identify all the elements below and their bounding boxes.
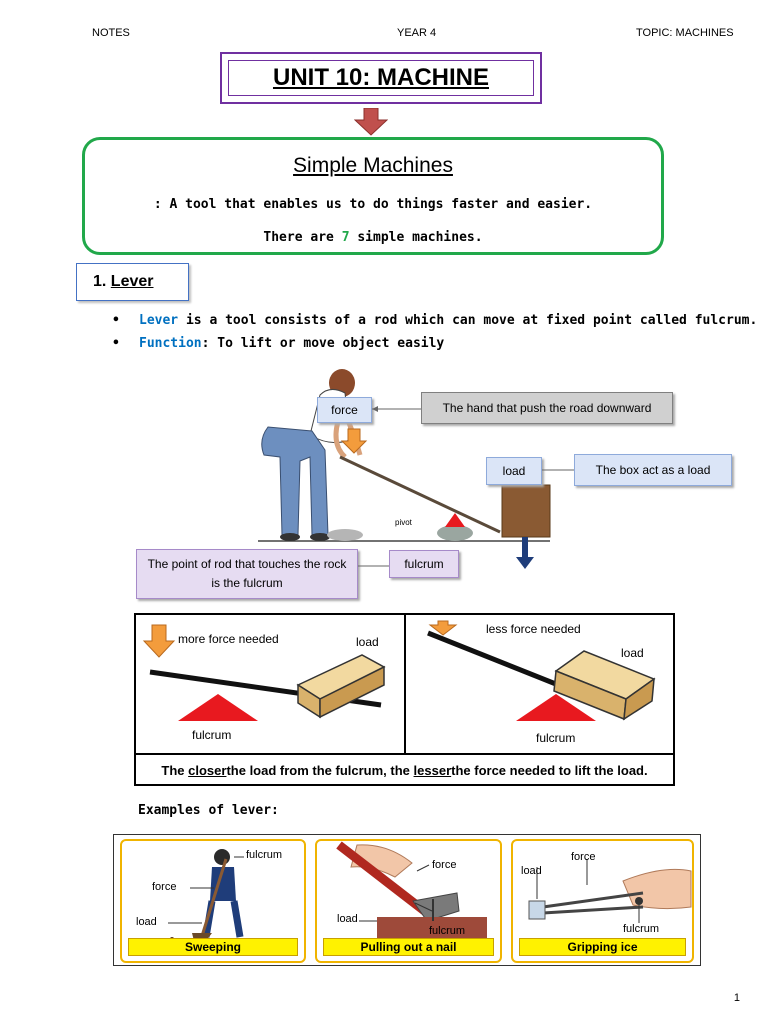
lever-comparison: more force needed load fulcrum less forc… [134, 613, 675, 786]
count-suffix: simple machines. [349, 230, 483, 245]
example-caption: Pulling out a nail [323, 938, 494, 956]
rule-keyword: closer [188, 763, 227, 778]
lever-rule: The closer the load from the fulcrum, th… [136, 753, 673, 786]
definition-line: : A tool that enables us to do things fa… [153, 197, 593, 212]
count-number: 7 [341, 230, 350, 245]
definition-box: Simple Machines : A tool that enables us… [82, 137, 664, 255]
example-force-label: force [432, 859, 457, 871]
count-prefix: There are [263, 230, 342, 245]
example-load-label: load [521, 865, 542, 877]
bullet-key: Function [139, 336, 202, 351]
right-fulcrum-label: fulcrum [536, 731, 576, 745]
definition-title: Simple Machines [293, 154, 453, 177]
bullet-key: Lever [139, 313, 179, 328]
section-heading: 1. Lever [76, 263, 189, 301]
bullet-text: is a tool consists of a rod which can mo… [178, 313, 758, 328]
rule-text: the force needed to lift the load. [451, 763, 648, 778]
sweeping-figure [160, 849, 244, 944]
left-fulcrum-label: fulcrum [192, 728, 232, 742]
load-box [296, 654, 386, 719]
rule-keyword: lesser [413, 763, 452, 778]
example-fulcrum-label: fulcrum [623, 923, 660, 935]
less-force-label: less force needed [486, 622, 581, 636]
connector-line [542, 469, 576, 471]
examples-title: Examples of lever: [138, 803, 279, 818]
example-sweeping: fulcrum force load Sweeping [120, 839, 306, 963]
example-ice: force load fulcrum Gripping ice [511, 839, 694, 963]
rule-text: the load from the fulcrum, the [226, 763, 410, 778]
unit-title: UNIT 10: MACHINE [228, 60, 534, 96]
load-label: load [486, 457, 542, 485]
section-number: 1. [93, 273, 107, 290]
pivot-label: pivot [395, 518, 413, 527]
connector-line [358, 565, 390, 567]
force-label: force [317, 397, 372, 423]
page-number: 1 [733, 992, 740, 1004]
fulcrum-label: fulcrum [389, 550, 459, 578]
example-nail: force load fulcrum Pulling out a nail [315, 839, 502, 963]
example-force-label: force [571, 851, 596, 863]
examples-strip: fulcrum force load Sweeping force load f… [113, 834, 701, 966]
box-note: The box act as a load [574, 454, 732, 486]
rule-text: The [161, 763, 185, 778]
person-figure [261, 369, 363, 541]
example-fulcrum-label: fulcrum [246, 849, 283, 861]
more-force-label: more force needed [178, 632, 279, 646]
tongs-figure [528, 859, 692, 923]
unit-title-box: UNIT 10: MACHINE [220, 52, 542, 104]
hand-note: The hand that push the road downward [421, 392, 673, 424]
hammer-figure [336, 841, 487, 939]
header-center: YEAR 4 [397, 27, 437, 39]
connector-line [372, 406, 422, 412]
down-arrow-icon [354, 108, 388, 136]
definition-count-line: There are 7 simple machines. [85, 230, 661, 245]
comparison-left-panel [142, 624, 386, 721]
header-left: NOTES [92, 27, 130, 39]
example-caption: Sweeping [128, 938, 298, 956]
right-load-label: load [621, 646, 644, 660]
left-load-label: load [356, 635, 379, 649]
rock-note: The point of rod that touches the rock i… [136, 549, 358, 599]
bullet-text: : To lift or move object easily [201, 336, 445, 351]
section-title: Lever [110, 273, 154, 290]
example-load-label: load [337, 913, 358, 925]
example-load-label: load [136, 916, 157, 928]
header-right: TOPIC: MACHINES [636, 27, 734, 39]
load-box [553, 650, 656, 721]
comparison-divider [404, 615, 406, 753]
example-caption: Gripping ice [519, 938, 686, 956]
example-force-label: force [152, 881, 177, 893]
example-fulcrum-label: fulcrum [429, 925, 466, 937]
comparison-right-panel [427, 620, 656, 721]
